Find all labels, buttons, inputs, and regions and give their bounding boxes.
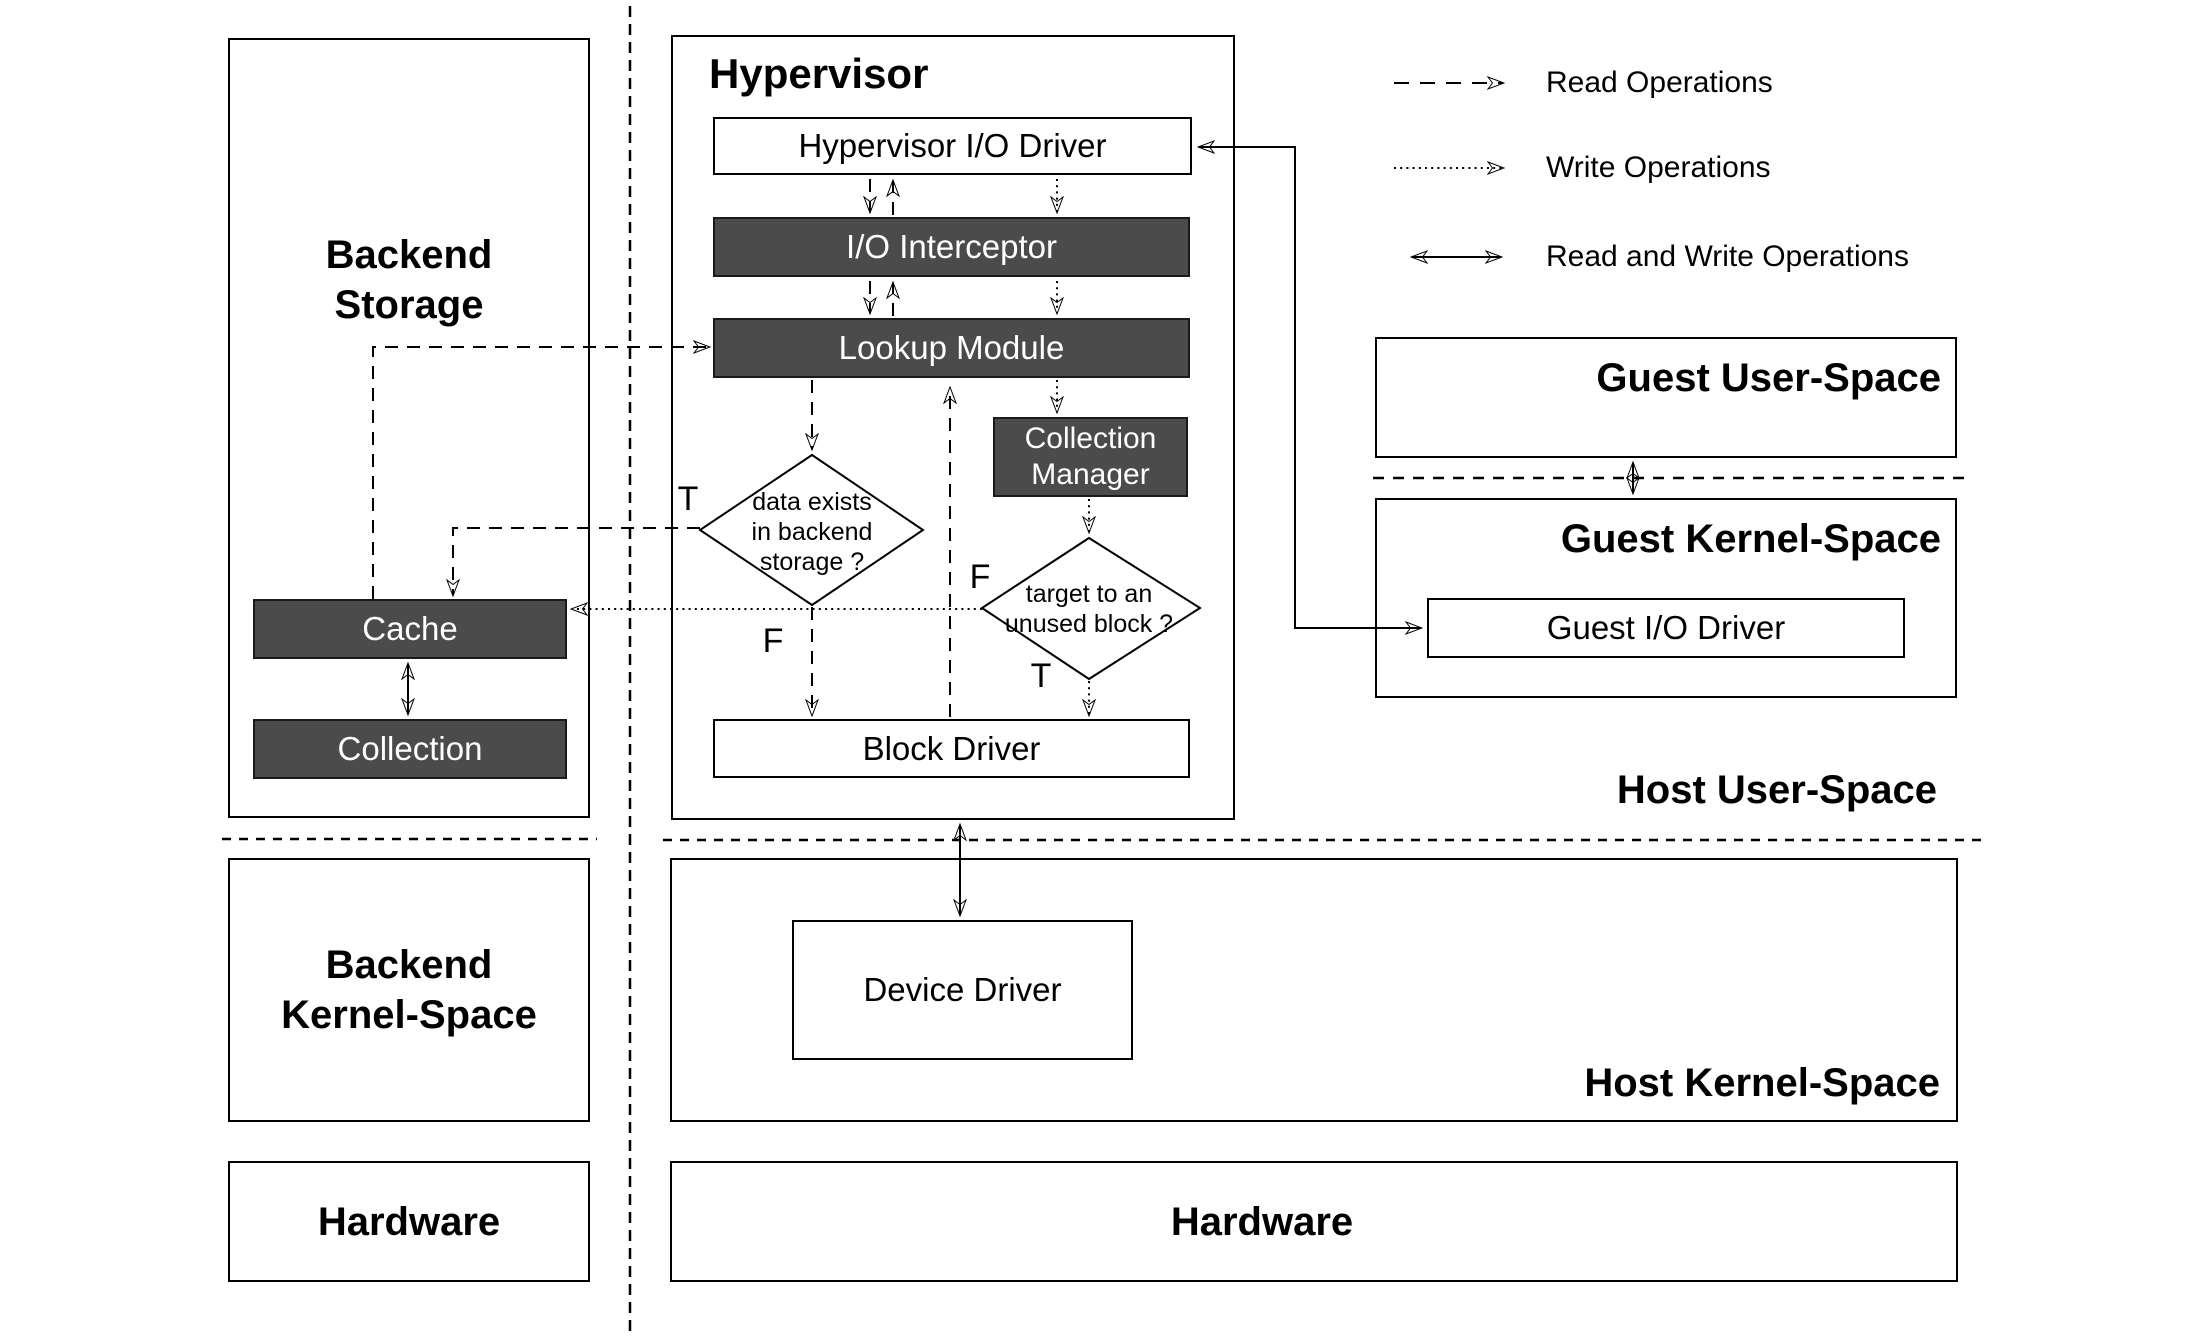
guest-io-driver-label: Guest I/O Driver [1546,609,1786,646]
hardware-right-region: Hardware [670,1161,1958,1282]
backend-storage-region: Backend Storage [228,38,590,818]
block-driver-node: Block Driver [713,719,1190,778]
backend-storage-label-line2: Storage [334,283,484,327]
lookup-module-label: Lookup Module [838,329,1065,366]
decision-data-exists-line1: data exists [752,488,872,516]
decision-unused-block-line1: target to an [1025,580,1153,608]
legend-readwrite-label: Read and Write Operations [1546,240,1909,273]
io-interceptor-label: I/O Interceptor [846,228,1057,265]
device-driver-label: Device Driver [863,971,1062,1008]
guest-user-space-label: Guest User-Space [1596,356,1941,400]
legend-write-label: Write Operations [1546,151,1771,184]
backend-storage-label: Backend Storage [230,230,588,330]
collection-node: Collection [253,719,567,779]
backend-kernel-label-line2: Kernel-Space [281,993,537,1037]
host-kernel-space-region: Host Kernel-Space [670,858,1958,1122]
guest-io-driver-node: Guest I/O Driver [1427,598,1905,658]
io-interceptor-node: I/O Interceptor [713,217,1190,277]
decision-data-exists-label: data exists in backend storage ? [712,487,912,577]
legend-read-label: Read Operations [1546,66,1773,99]
collection-manager-label-line1: Collection [1024,422,1157,455]
hypervisor-io-driver-node: Hypervisor I/O Driver [713,117,1192,175]
guest-user-space-region: Guest User-Space [1375,337,1957,458]
hardware-right-label: Hardware [1170,1199,1354,1244]
backend-kernel-space-region: Backend Kernel-Space [228,858,590,1122]
host-user-space-label: Host User-Space [1616,768,1937,812]
device-driver-node: Device Driver [792,920,1133,1060]
lookup-module-node: Lookup Module [713,318,1190,378]
guest-kernel-space-label: Guest Kernel-Space [1560,517,1941,561]
hypervisor-io-driver-label: Hypervisor I/O Driver [798,127,1107,164]
hypervisor-title: Hypervisor [709,50,929,97]
backend-kernel-space-label: Backend Kernel-Space [281,940,537,1040]
hardware-left-region: Hardware [228,1161,590,1282]
decision2-true-label: T [1030,657,1052,695]
decision-data-exists-line2: in backend [751,518,873,546]
decision-data-exists-line3: storage ? [759,548,865,576]
collection-manager-label-line2: Manager [1031,458,1150,491]
collection-manager-label: Collection Manager [1025,421,1157,493]
decision1-true-label: T [677,480,699,518]
backend-storage-label-line1: Backend [325,233,493,277]
host-kernel-space-label: Host Kernel-Space [1584,1061,1940,1105]
collection-manager-node: Collection Manager [993,417,1188,497]
hardware-left-label: Hardware [317,1199,501,1244]
block-driver-label: Block Driver [862,729,1041,767]
decision2-false-label: F [969,558,991,596]
decision-unused-block-label: target to an unused block ? [969,579,1209,639]
decision-unused-block-line2: unused block ? [1004,610,1174,638]
cache-label: Cache [362,610,458,647]
cache-node: Cache [253,599,567,659]
decision1-false-label: F [762,622,784,660]
backend-kernel-label-line1: Backend [325,943,493,987]
collection-label: Collection [337,730,483,767]
